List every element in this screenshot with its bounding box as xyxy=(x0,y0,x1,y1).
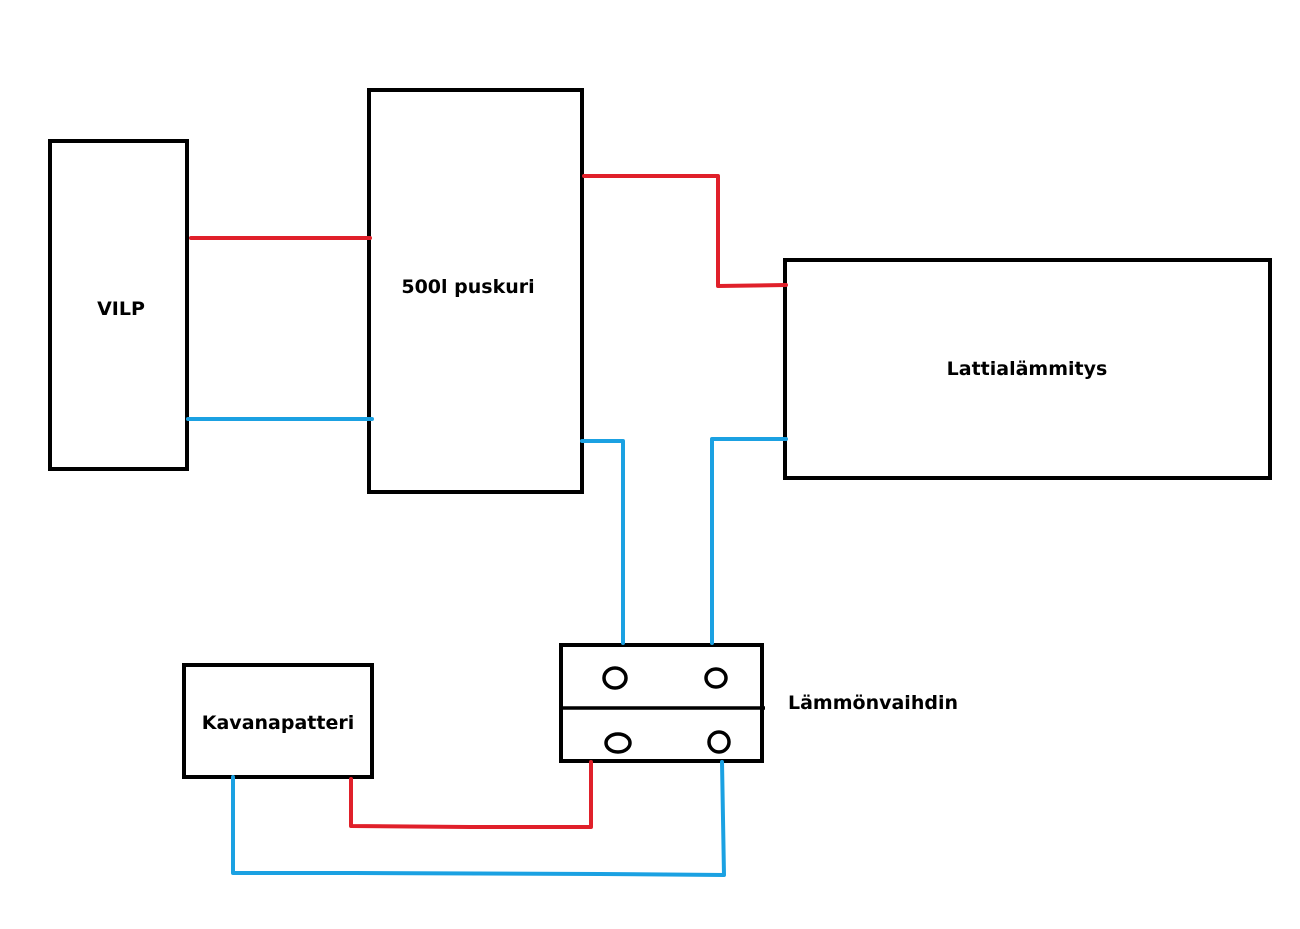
heat-pump: VILP xyxy=(48,139,189,471)
buffer-tank: 500l puskuri xyxy=(367,88,584,494)
port-top-right xyxy=(704,667,728,689)
heat-pump-box xyxy=(48,139,189,471)
heat-exchanger-box xyxy=(559,643,764,763)
buffer-tank-label: 500l puskuri xyxy=(401,276,534,298)
buffer-tank-box xyxy=(367,88,584,494)
port-top-left xyxy=(602,666,628,690)
hot-pipes xyxy=(189,174,788,829)
heat-pump-label: VILP xyxy=(97,298,145,320)
hot-pipe-radiator-to-exchanger xyxy=(349,760,593,829)
radiator-box xyxy=(182,663,374,779)
radiator-label: Kavanapatteri xyxy=(202,712,354,734)
radiator: Kavanapatteri xyxy=(182,663,374,779)
hot-pipe-buffer-to-floor xyxy=(582,174,788,288)
floor-heating: Lattialämmitys xyxy=(783,258,1272,480)
cold-pipe-radiator-to-exchanger xyxy=(231,760,726,877)
cold-pipes xyxy=(186,417,788,877)
floor-heating-box xyxy=(783,258,1272,480)
heat-exchanger: Lämmönvaihdin xyxy=(559,643,958,763)
port-bottom-right xyxy=(707,730,731,754)
floor-heating-label: Lattialämmitys xyxy=(947,358,1108,380)
cold-pipe-buffer-to-exchanger xyxy=(580,439,625,645)
cold-pipe-floor-to-exchanger xyxy=(710,437,788,645)
heat-exchanger-label: Lämmönvaihdin xyxy=(788,692,958,714)
port-bottom-left xyxy=(604,732,632,754)
